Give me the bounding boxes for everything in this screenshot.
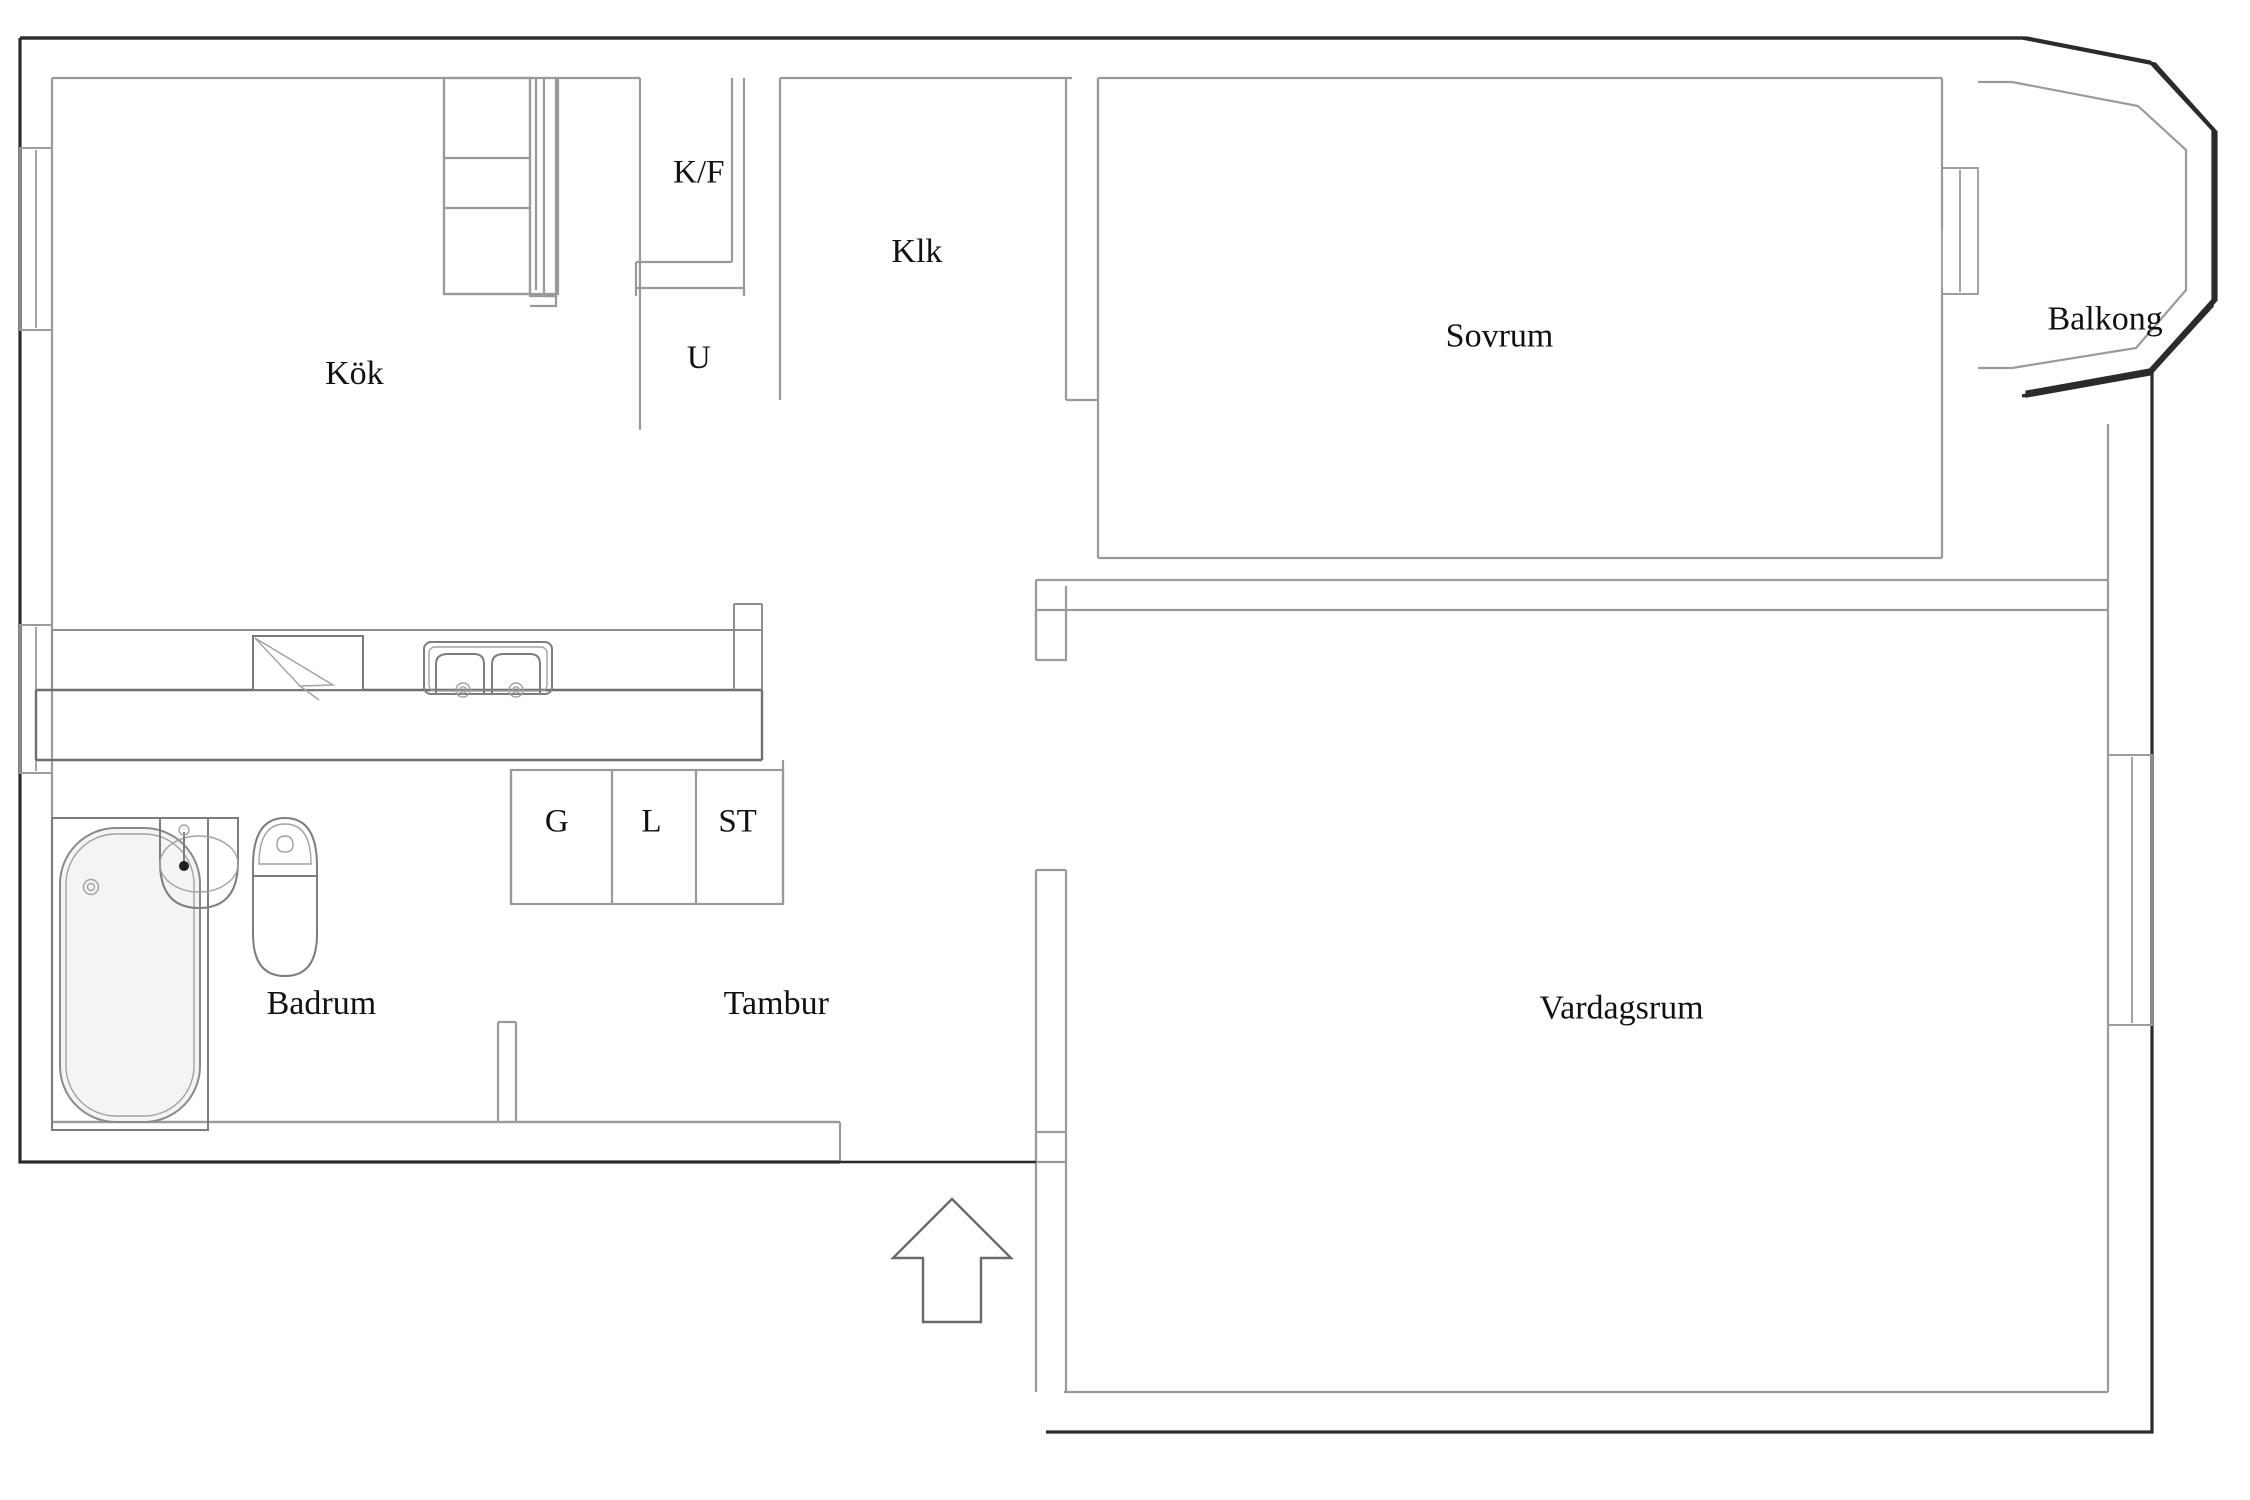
room-label-kok: Kök [325,355,384,392]
entrance-direction-arrow [890,1197,1014,1324]
sovrum-partition-group [1064,78,1100,402]
livingroom-left-wall-group [1034,868,1068,1392]
room-label-balkong: Balkong [2047,300,2162,337]
stove-hob-icon [252,635,364,701]
double-sink-icon [423,641,553,698]
inner-wall-face-group [50,76,2188,1394]
room-label-tambur: Tambur [724,985,830,1022]
window-kitchen [19,147,53,331]
sovrum-livingroom-wall-group [1034,578,2108,662]
tambur-boundary-group [20,1020,1036,1164]
window-balcony-door [1941,167,1979,295]
room-label-l: L [641,803,661,839]
room-label-st: ST [718,803,757,839]
klk-partition-group [542,78,746,298]
closet-row-group [509,760,785,906]
appliance-column-group [442,76,560,308]
kitchen-counter-group [34,603,764,762]
bathtub-icon [51,817,209,1131]
room-label-kf: K/F [673,155,724,191]
room-label-badrum: Badrum [267,985,377,1022]
room-label-vardagsrum: Vardagsrum [1539,989,1703,1026]
toilet-icon [252,816,318,978]
wash-basin-icon [159,817,239,910]
room-label-u: U [687,340,711,376]
room-label-group: Kök K/F U Klk Sovrum Balkong G L ST Badr… [267,155,2163,1027]
window-group-left [19,147,53,774]
outer-wall-group [18,36,2218,1434]
room-label-g: G [545,803,569,839]
room-label-klk: Klk [891,233,942,270]
window-group-right [2107,754,2153,1026]
room-label-sovrum: Sovrum [1446,318,1554,355]
window-livingroom [2107,754,2153,1026]
bathroom-fixture-group [51,816,318,1131]
